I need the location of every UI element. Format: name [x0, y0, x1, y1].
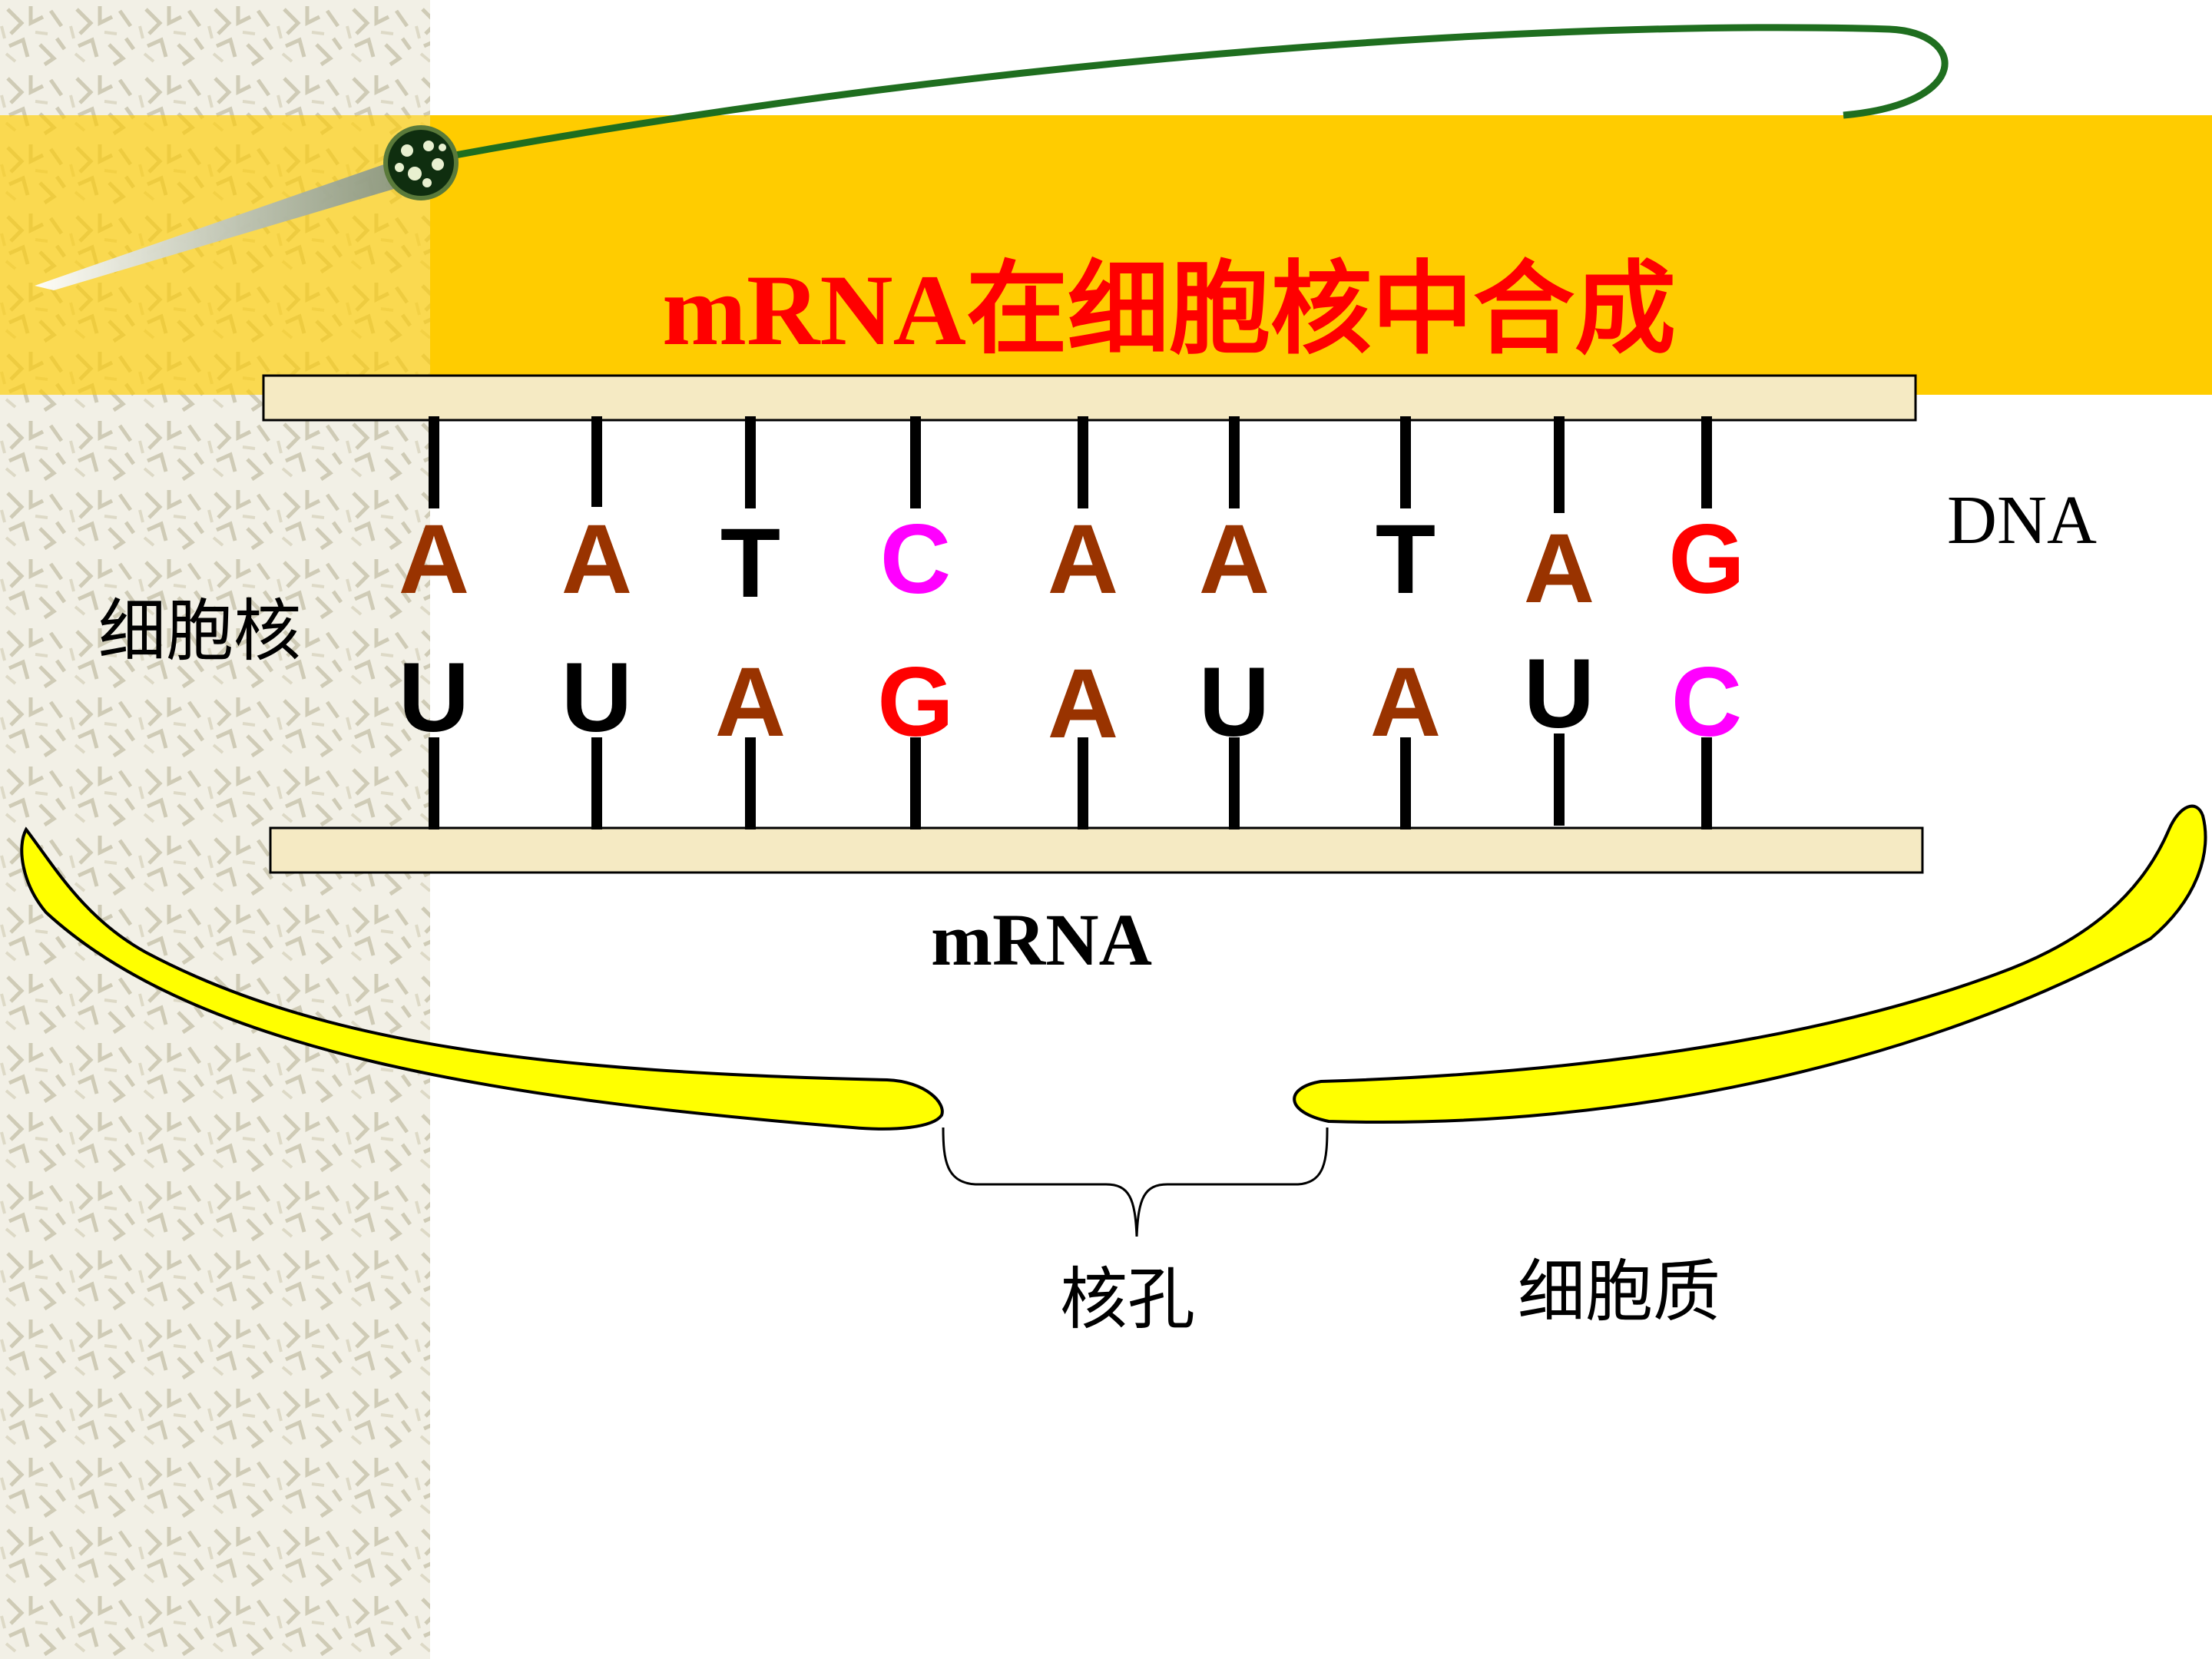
mrna-base-letter: U	[1199, 647, 1270, 757]
cytoplasm-label: 细胞质	[1518, 1252, 1720, 1331]
dna-base-letter: G	[1668, 505, 1745, 614]
dna-base-letter: A	[1048, 505, 1118, 614]
header-band-texture	[0, 115, 430, 395]
dna-base-letter: A	[561, 505, 632, 614]
dna-base-letter: C	[880, 505, 951, 614]
mrna-base-letter: A	[715, 647, 786, 757]
nuclear-pore-brace	[942, 1127, 1329, 1237]
dna-strand	[262, 374, 1917, 422]
nuclear-pore-label: 核孔	[1060, 1260, 1195, 1339]
dna-base-letter: A	[1524, 514, 1594, 624]
comet-tail	[35, 164, 430, 290]
nuclear-membrane-right	[1293, 804, 2207, 1124]
mrna-base-letter: A	[1048, 649, 1118, 759]
dna-label: DNA	[1947, 482, 2097, 558]
nuclear-membrane-left	[20, 826, 944, 1131]
mrna-base-letter: G	[877, 647, 954, 757]
dna-base-letter: T	[720, 508, 780, 618]
mrna-base-letter: U	[399, 643, 469, 753]
mrna-base-letter: C	[1671, 647, 1742, 757]
mrna-base-letter: U	[561, 643, 632, 753]
slide-title: mRNA在细胞核中合成	[662, 253, 1676, 366]
mrna-label: mRNA	[931, 899, 1152, 981]
dna-base-letter: T	[1376, 505, 1435, 614]
nucleus-label: 细胞核	[98, 591, 301, 671]
mrna-strand	[269, 826, 1924, 874]
mrna-base-letter: A	[1370, 647, 1441, 757]
decorative-ball-icon	[383, 125, 459, 200]
mrna-base-letter: U	[1524, 639, 1594, 749]
orbit-curve	[429, 24, 1949, 164]
dna-base-letter: A	[1199, 505, 1270, 614]
dna-base-letter: A	[399, 505, 469, 614]
